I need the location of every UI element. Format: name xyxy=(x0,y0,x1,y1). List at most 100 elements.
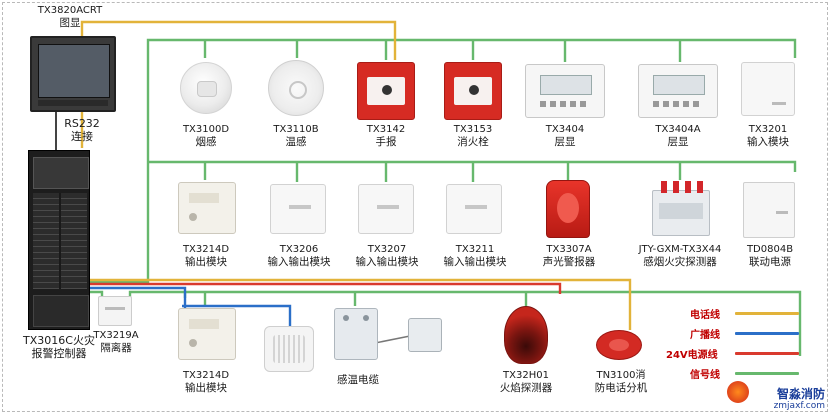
flame-detector-icon xyxy=(504,306,548,364)
speaker-icon xyxy=(264,326,314,372)
legend-swatch-signal xyxy=(735,372,799,375)
device-name: 输入输出模块 xyxy=(267,256,331,268)
row3-label-2: 感温电缆 xyxy=(318,374,398,386)
watermark-url: zmjaxf.com xyxy=(773,401,825,411)
legend-label-broadcast: 广播线 xyxy=(690,330,720,341)
device-model: TX3100D xyxy=(182,124,230,135)
device-name: 输出模块 xyxy=(185,382,227,394)
device-name: 烟感 xyxy=(195,136,217,148)
aspirating-smoke-detector-icon xyxy=(652,181,710,236)
controller-model: TX3016C火灾 xyxy=(23,334,95,347)
phone-wire-bottom xyxy=(90,278,632,330)
device-model: TX32H01 xyxy=(503,370,549,381)
input-module-icon xyxy=(741,62,795,116)
rs232-label: RS232 连接 xyxy=(60,117,104,143)
io-module-icon xyxy=(270,184,326,234)
smoke-detector-icon xyxy=(180,62,232,114)
floor-display-icon xyxy=(525,64,605,118)
heat-cable-terminal-icon xyxy=(408,318,442,352)
floor-display-icon xyxy=(638,64,718,118)
signal-wire-row2-bus xyxy=(148,160,797,172)
legend-swatch-power xyxy=(735,352,799,355)
controller-label: TX3016C火灾 报警控制器 xyxy=(14,334,104,360)
strobe-sounder-icon xyxy=(546,180,590,238)
watermark: 智淼消防 zmjaxf.com xyxy=(727,381,825,411)
device-name: 手报 xyxy=(375,136,397,148)
power-wire xyxy=(90,282,562,294)
device-name: 层显 xyxy=(667,136,689,148)
device-model: TX3207 xyxy=(367,244,407,255)
device-name: 输入输出模块 xyxy=(443,256,507,268)
monitor-model: TX3820ACRT xyxy=(37,5,103,16)
device-name: 感温电缆 xyxy=(337,374,379,386)
legend-label-signal: 信号线 xyxy=(690,370,720,381)
device-model: TX3307A xyxy=(546,244,592,255)
isolator-model: TX3219A xyxy=(93,330,139,341)
power-supply-icon xyxy=(743,182,795,238)
device-name: 输入输出模块 xyxy=(355,256,419,268)
device-name: 联动电源 xyxy=(749,256,791,268)
device-name: 输出模块 xyxy=(185,256,227,268)
legend-label-phone: 电话线 xyxy=(690,310,720,321)
device-name: 层显 xyxy=(554,136,576,148)
device-model: TX3153 xyxy=(453,124,493,135)
legend-swatch-phone xyxy=(735,312,799,315)
rs232-connect-text: 连接 xyxy=(71,130,93,143)
device-model: TX3110B xyxy=(273,124,319,135)
monitor-label: TX3820ACRT 图显 xyxy=(30,5,110,29)
io-module-icon xyxy=(446,184,502,234)
device-model: TX3201 xyxy=(748,124,788,135)
heat-cable-icon xyxy=(334,308,378,360)
device-model: TD0804B xyxy=(746,244,794,255)
device-name: 输入模块 xyxy=(747,136,789,148)
watermark-brand: 智淼消防 xyxy=(776,387,825,401)
manual-call-point-icon xyxy=(357,62,415,120)
isolator-label: TX3219A 隔离器 xyxy=(90,330,142,354)
monitor-name: 图显 xyxy=(59,17,81,29)
device-model: TX3404 xyxy=(545,124,585,135)
device-model: JTY-GXM-TX3X44 xyxy=(638,244,722,255)
device-model: TX3214D xyxy=(182,370,230,381)
legend-label-power: 24V电源线 xyxy=(666,350,718,361)
device-model: TX3211 xyxy=(455,244,495,255)
device-model: TX3206 xyxy=(279,244,319,255)
power-wires xyxy=(90,282,562,294)
signal-wire-row1-bus xyxy=(90,38,797,284)
output-module-icon xyxy=(178,182,236,234)
broadcast-wire-speaker xyxy=(182,304,292,330)
rs232-text: RS232 xyxy=(64,117,100,130)
fire-alarm-controller-icon xyxy=(28,150,90,330)
heat-detector-icon xyxy=(268,60,324,116)
brand-logo-icon xyxy=(727,381,749,403)
device-name: 防电话分机 xyxy=(594,382,648,394)
legend-swatch-broadcast xyxy=(735,332,799,335)
hydrant-button-icon xyxy=(444,62,502,120)
device-name: 温感 xyxy=(285,136,307,148)
io-module-icon xyxy=(358,184,414,234)
device-model: TX3404A xyxy=(655,124,701,135)
row3-label-4: TN3100消防电话分机 xyxy=(584,370,658,394)
device-model: TX3214D xyxy=(182,244,230,255)
isolator-icon xyxy=(98,296,132,326)
output-module-icon xyxy=(178,308,236,360)
device-name: 感烟火灾探测器 xyxy=(643,256,717,268)
fire-telephone-icon xyxy=(596,330,642,360)
device-name: 火焰探测器 xyxy=(499,382,553,394)
broadcast-wires xyxy=(90,286,292,330)
